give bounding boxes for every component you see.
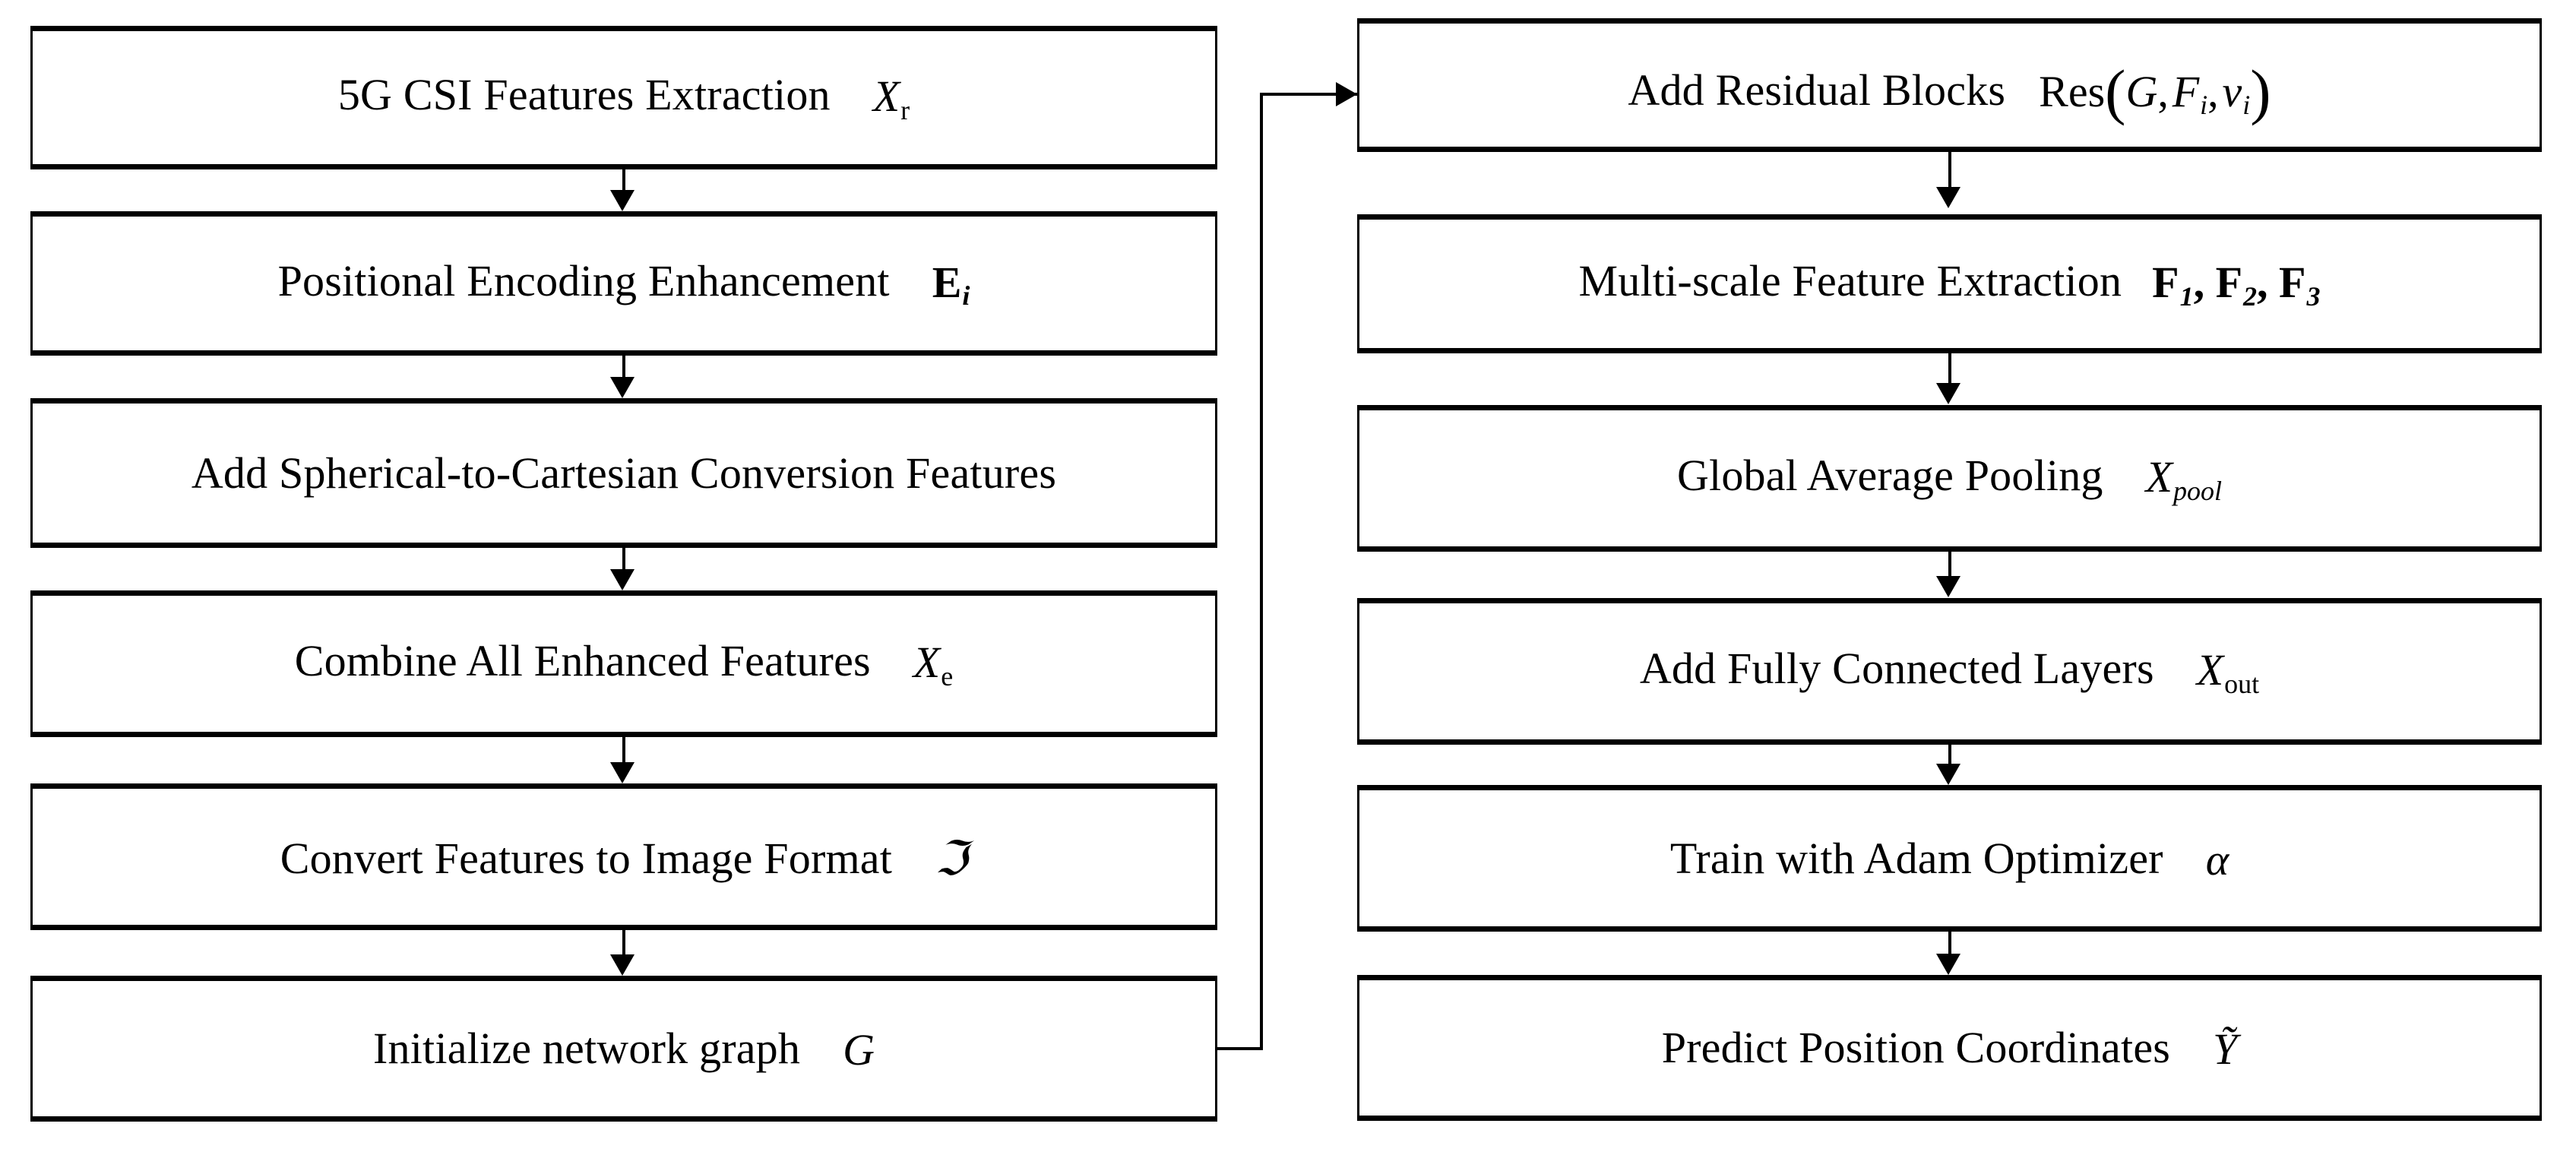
box-content: Train with Adam Optimizer α	[1669, 833, 2229, 885]
box-label: Global Average Pooling	[1676, 451, 2103, 501]
formula-arg-v-sub: i	[2242, 90, 2251, 121]
flow-box-adam-optimizer[interactable]: Train with Adam Optimizer α	[1357, 785, 2542, 932]
connector-arrow-left-4	[610, 762, 635, 783]
box-symbol: Ỹ	[2213, 1024, 2238, 1074]
cross-connector-horizontal-top	[1260, 93, 1357, 96]
box-label: Add Spherical-to-Cartesian Conversion Fe…	[191, 448, 1057, 498]
connector-line-left-4	[622, 737, 625, 763]
box-content: Add Fully Connected Layers Xout	[1639, 644, 2260, 699]
box-content: 5G CSI Features Extraction Xr	[337, 70, 910, 125]
flow-box-predict-coordinates[interactable]: Predict Position Coordinates Ỹ	[1357, 975, 2542, 1121]
box-content: Add Residual Blocks Res(G, Fi, vi)	[1628, 53, 2271, 122]
box-label: Add Fully Connected Layers	[1639, 644, 2154, 694]
box-symbol-subscript: e	[941, 660, 954, 692]
connector-line-right-4	[1948, 745, 1951, 764]
cross-connector-arrow	[1336, 82, 1357, 106]
box-content: Positional Encoding Enhancement Ei	[277, 255, 970, 312]
formula-comma-2: ,	[2207, 66, 2219, 116]
connector-line-left-2	[622, 356, 625, 378]
flow-box-positional-encoding[interactable]: Positional Encoding Enhancement Ei	[30, 211, 1217, 356]
flow-box-csi-extraction[interactable]: 5G CSI Features Extraction Xr	[30, 26, 1217, 169]
box-symbol-multiscale: F1, F2, F3	[2152, 261, 2320, 310]
box-label: Combine All Enhanced Features	[294, 636, 871, 686]
box-label: 5G CSI Features Extraction	[337, 70, 831, 120]
box-label: Multi-scale Feature Extraction	[1578, 256, 2122, 306]
formula-comma-1: ,	[2157, 66, 2169, 116]
formula-close-paren: )	[2250, 56, 2271, 126]
f2-sub: 2	[2243, 280, 2258, 312]
flow-box-convert-image-format[interactable]: Convert Features to Image Format ℑ	[30, 783, 1217, 930]
box-content: Combine All Enhanced Features Xe	[294, 636, 954, 692]
cross-connector-vertical	[1260, 93, 1263, 1049]
connector-line-right-5	[1948, 932, 1951, 954]
flow-box-spherical-cartesian[interactable]: Add Spherical-to-Cartesian Conversion Fe…	[30, 398, 1217, 548]
box-symbol-subscript: i	[962, 280, 970, 312]
connector-arrow-left-3	[610, 569, 635, 590]
box-label: Convert Features to Image Format	[280, 833, 893, 883]
box-label: Positional Encoding Enhancement	[277, 255, 890, 305]
f1-sub: 1	[2179, 280, 2194, 312]
connector-line-left-5	[622, 930, 625, 955]
f1: F	[2152, 258, 2179, 308]
connector-line-right-1	[1948, 152, 1951, 187]
box-content: Convert Features to Image Format ℑ	[280, 834, 968, 881]
connector-arrow-right-2	[1936, 383, 1960, 404]
box-symbol-subscript: r	[900, 94, 910, 125]
box-symbol-fraktur: ℑ	[935, 830, 968, 886]
f2: F	[2215, 258, 2243, 308]
flow-box-multiscale-extraction[interactable]: Multi-scale Feature Extraction F1, F2, F…	[1357, 214, 2542, 353]
box-symbol: Xe	[913, 638, 954, 692]
formula-arg-g: G	[2125, 66, 2158, 116]
flow-box-initialize-graph[interactable]: Initialize network graph G	[30, 976, 1217, 1122]
formula-arg-v: v	[2222, 66, 2242, 116]
box-content: Initialize network graph G	[373, 1024, 875, 1074]
box-content: Multi-scale Feature Extraction F1, F2, F…	[1578, 256, 2321, 310]
connector-line-left-3	[622, 548, 625, 572]
box-symbol: Xout	[2196, 645, 2260, 699]
cross-connector-horizontal-bottom	[1217, 1047, 1263, 1050]
box-symbol: α	[2205, 834, 2229, 885]
box-content: Global Average Pooling Xpool	[1676, 451, 2223, 506]
formula-open-paren: (	[2105, 56, 2126, 126]
formula-arg-f-sub: i	[2200, 90, 2208, 121]
box-label: Add Residual Blocks	[1628, 65, 2006, 115]
box-symbol: Ei	[932, 257, 970, 312]
connector-arrow-right-4	[1936, 764, 1960, 785]
box-content: Add Spherical-to-Cartesian Conversion Fe…	[191, 451, 1056, 495]
connector-arrow-right-1	[1936, 187, 1960, 208]
flow-box-global-avg-pooling[interactable]: Global Average Pooling Xpool	[1357, 405, 2542, 552]
connector-line-right-3	[1948, 552, 1951, 577]
box-symbol-subscript: pool	[2173, 475, 2223, 506]
sep-2: ,	[2257, 258, 2268, 308]
f3-sub: 3	[2306, 280, 2321, 312]
formula-arg-f: F	[2172, 66, 2200, 116]
flow-box-combine-features[interactable]: Combine All Enhanced Features Xe	[30, 590, 1217, 737]
connector-arrow-right-5	[1936, 954, 1960, 975]
box-symbol: Xpool	[2145, 452, 2223, 506]
connector-line-right-2	[1948, 353, 1951, 384]
formula-res: Res	[2039, 66, 2106, 116]
box-content: Predict Position Coordinates Ỹ	[1661, 1023, 2238, 1074]
connector-arrow-left-2	[610, 377, 635, 398]
box-symbol: Xr	[872, 71, 910, 125]
box-label: Predict Position Coordinates	[1661, 1023, 2171, 1072]
connector-line-left-1	[622, 169, 625, 197]
f3: F	[2279, 258, 2306, 308]
connector-arrow-right-3	[1936, 576, 1960, 597]
box-symbol: G	[843, 1025, 875, 1074]
connector-arrow-left-5	[610, 954, 635, 976]
connector-arrow-left-1	[610, 190, 635, 211]
box-symbol-subscript: out	[2224, 668, 2260, 699]
box-symbol-formula: Res(G, Fi, vi)	[2039, 55, 2271, 122]
flow-box-residual-blocks[interactable]: Add Residual Blocks Res(G, Fi, vi)	[1357, 18, 2542, 152]
flow-box-fully-connected[interactable]: Add Fully Connected Layers Xout	[1357, 598, 2542, 745]
box-label: Initialize network graph	[373, 1024, 801, 1073]
box-label: Train with Adam Optimizer	[1669, 833, 2163, 883]
sep-1: ,	[2193, 258, 2205, 308]
